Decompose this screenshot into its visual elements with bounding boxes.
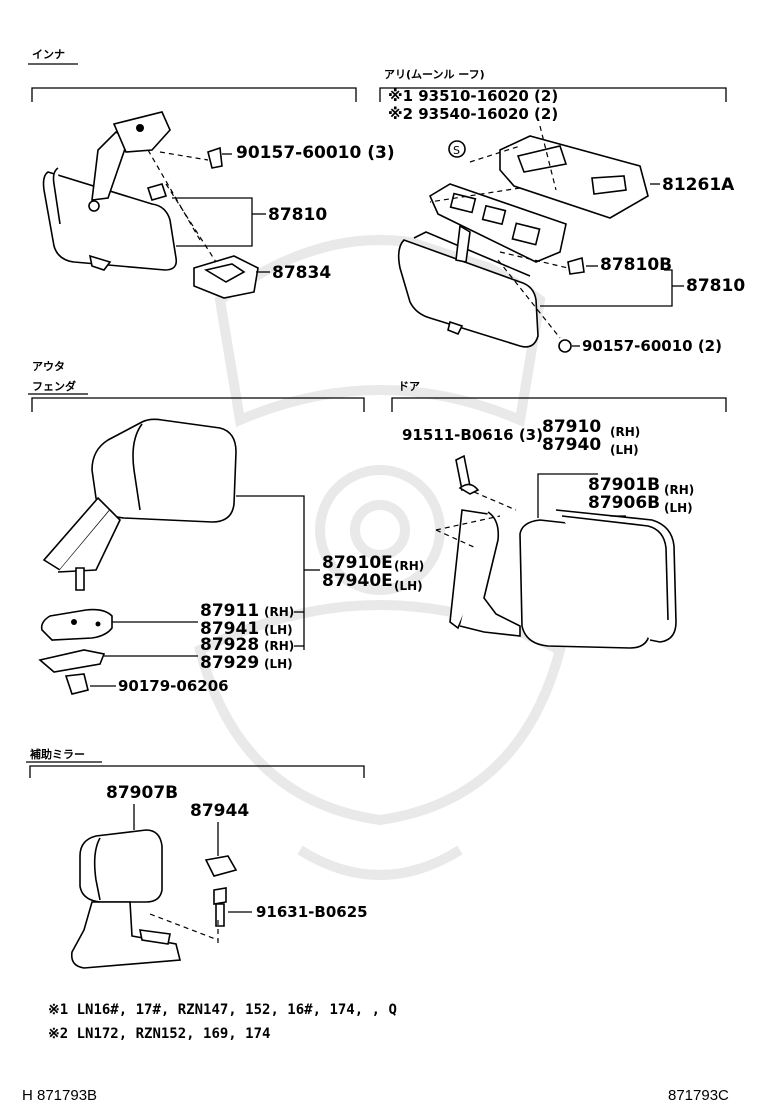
watermark [194,235,566,880]
section-label-inner: インナ [32,48,65,61]
door-mirror-drawing [435,454,677,649]
side-rh: (RH) [264,605,294,619]
side-lh: (LH) [394,579,423,593]
part-label-87928[interactable]: 87928 [200,635,259,655]
fender-mirror-drawing [38,418,237,695]
section-bracket-fender [31,397,365,412]
inner-mirror-drawing [42,111,259,299]
part-label-87810-inner[interactable]: 87810 [268,205,327,225]
aux-mirror-drawing [70,829,238,969]
leader-87810-moonroof [540,269,673,307]
part-label-87944[interactable]: 87944 [190,801,249,821]
section-label-fender: フェンダ [32,379,76,393]
part-label-87901B[interactable]: 87901B [588,475,660,495]
section-label-outer: アウタ [32,360,65,373]
part-label-90157-60010-2[interactable]: 90157-60010 (2) [582,337,722,355]
part-label-87910-door[interactable]: 87910 [542,417,601,437]
part-label-87940-door[interactable]: 87940 [542,435,601,455]
part-label-90179-06206[interactable]: 90179-06206 [118,677,229,695]
part-label-87810-moonroof[interactable]: 87810 [686,276,745,296]
side-rh: (RH) [610,425,640,439]
leader-87810 [172,197,253,247]
side-rh: (RH) [394,559,424,573]
side-lh: (LH) [664,501,693,515]
side-rh: (RH) [664,483,694,497]
section-bracket-door [391,397,727,412]
part-label-91631-B0625[interactable]: 91631-B0625 [256,903,368,921]
part-label-87907B[interactable]: 87907B [106,783,178,803]
section-bracket-moonroof [379,87,727,102]
part-label-87929[interactable]: 87929 [200,653,259,673]
part-label-87906B[interactable]: 87906B [588,493,660,513]
part-label-87834[interactable]: 87834 [272,263,331,283]
section-label-aux: 補助ミラー [29,747,85,761]
section-label-moonroof: アリ(ムーンル ーフ) [384,68,485,81]
leader-87910-door [537,473,598,518]
side-lh: (LH) [610,443,639,457]
footnote-2: ※2 LN172, RZN152, 169, 174 [48,1026,270,1042]
part-label-87941[interactable]: 87941 [200,619,259,639]
part-label-81261A[interactable]: 81261A [662,175,735,195]
side-lh: (LH) [264,623,293,637]
moonroof-mirror-drawing: S [397,125,649,353]
part-label-87810B[interactable]: 87810B [600,255,672,275]
svg-text:S: S [453,144,460,157]
part-label-87910E[interactable]: 87910E [322,553,393,573]
illustration-code-left: H 871793B [22,1087,97,1104]
leader-87910E [236,495,305,650]
section-bracket-aux [29,765,365,778]
section-label-door: ドア [398,380,420,393]
illustration-code-right: 871793C [668,1087,729,1104]
footnote-1: ※1 LN16#, 17#, RZN147, 152, 16#, 174, , … [48,1002,397,1018]
side-lh: (LH) [264,657,293,671]
part-label-87911[interactable]: 87911 [200,601,259,621]
side-rh: (RH) [264,639,294,653]
part-label-87940E[interactable]: 87940E [322,571,393,591]
note-1-part[interactable]: ※1 93510-16020 (2) [388,87,558,105]
part-label-90157-60010-3[interactable]: 90157-60010 (3) [236,143,395,163]
note-2-part[interactable]: ※2 93540-16020 (2) [388,105,558,123]
part-label-91511-B0616[interactable]: 91511-B0616 (3) [402,426,543,444]
section-bracket-inner [31,87,357,102]
